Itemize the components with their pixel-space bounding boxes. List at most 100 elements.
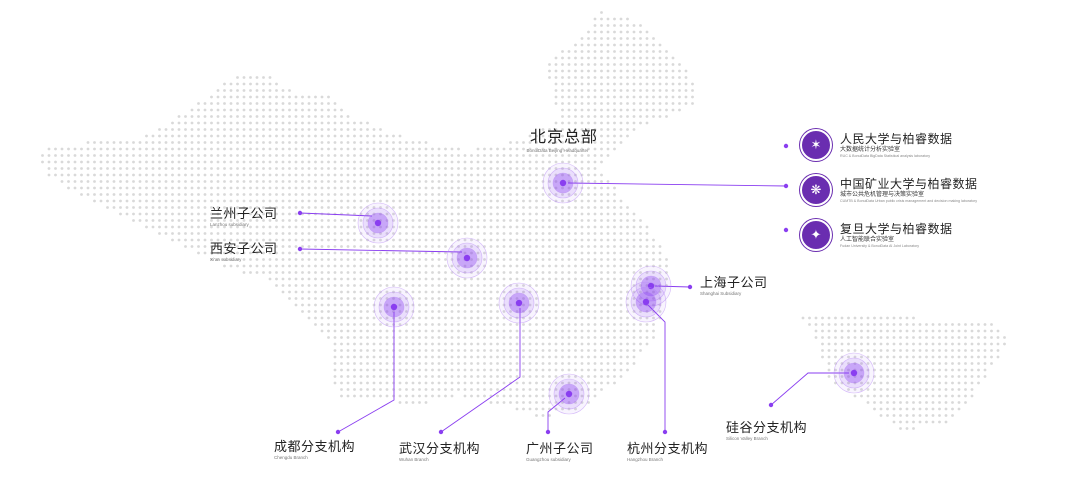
- map-dot: [171, 154, 174, 157]
- map-dot: [918, 368, 922, 372]
- map-dot: [515, 232, 519, 235]
- map-dot: [210, 134, 213, 138]
- map-dot: [600, 69, 603, 73]
- map-dot: [587, 342, 590, 346]
- map-dot: [489, 186, 493, 190]
- map-dot: [561, 303, 564, 307]
- map-dot: [502, 193, 506, 196]
- map-dot: [203, 238, 207, 242]
- map-dot: [385, 342, 389, 346]
- map-dot: [847, 368, 850, 372]
- map-dot: [561, 336, 564, 339]
- map-dot: [385, 245, 389, 248]
- map-dot: [580, 212, 584, 216]
- map-dot: [476, 303, 480, 307]
- map-dot: [203, 232, 207, 235]
- map-dot: [665, 69, 668, 73]
- map-dot: [535, 167, 538, 170]
- map-dot: [587, 323, 590, 326]
- map-dot: [496, 342, 499, 346]
- map-dot: [437, 167, 441, 170]
- map-dot: [353, 180, 356, 183]
- map-dot: [333, 193, 337, 196]
- map-dot: [918, 349, 922, 352]
- map-dot: [580, 108, 584, 112]
- map-dot: [561, 375, 564, 378]
- map-dot: [554, 238, 558, 242]
- map-dot: [327, 329, 330, 333]
- map-dot: [925, 329, 928, 333]
- map-dot: [281, 89, 285, 92]
- map-dot: [294, 128, 298, 131]
- map-dot: [366, 147, 369, 151]
- map-dot: [528, 180, 532, 183]
- map-dot: [210, 95, 213, 99]
- map-dot: [522, 238, 525, 242]
- map-dot: [554, 173, 558, 177]
- map-dot: [327, 193, 330, 196]
- map-dot: [307, 206, 311, 209]
- map-dot: [346, 219, 350, 222]
- map-dot: [392, 277, 395, 281]
- map-dot: [541, 128, 545, 131]
- map-dot: [346, 264, 350, 268]
- map-dot: [171, 199, 174, 203]
- map-dot: [236, 258, 239, 261]
- map-dot: [593, 381, 597, 385]
- map-dot: [177, 193, 181, 196]
- map-dot: [561, 95, 564, 99]
- map-dot: [229, 128, 233, 131]
- map-dot: [437, 271, 441, 274]
- map-dot: [593, 82, 597, 86]
- map-dot: [379, 375, 382, 378]
- map-dot: [385, 284, 389, 287]
- map-dot: [372, 245, 376, 248]
- map-dot: [502, 225, 506, 229]
- map-dot: [346, 128, 350, 131]
- map-dot: [203, 134, 207, 138]
- map-dot: [548, 264, 551, 268]
- map-dot: [379, 173, 382, 177]
- map-dot: [223, 245, 226, 248]
- map-dot: [431, 349, 434, 352]
- map-dot: [541, 388, 545, 391]
- map-dot: [502, 251, 506, 255]
- map-dot: [619, 24, 623, 27]
- office-label-lanzhou: 兰州子公司 Lanzhou subsidiary: [210, 206, 278, 228]
- map-dot: [561, 186, 564, 190]
- map-dot: [119, 206, 122, 209]
- map-dot: [671, 76, 675, 79]
- map-dot: [931, 381, 935, 385]
- map-dot: [567, 56, 571, 60]
- map-dot: [294, 303, 298, 307]
- map-dot: [249, 232, 252, 235]
- map-dot: [574, 56, 577, 60]
- map-dot: [301, 115, 304, 118]
- map-dot: [398, 238, 402, 242]
- map-dot: [996, 342, 1000, 346]
- map-dot: [281, 258, 285, 261]
- map-dot: [288, 206, 291, 209]
- map-dot: [619, 102, 623, 105]
- map-dot: [567, 225, 571, 229]
- map-dot: [548, 349, 551, 352]
- map-dot: [821, 342, 824, 346]
- map-dot: [327, 271, 330, 274]
- map-dot: [626, 134, 629, 138]
- map-dot: [385, 147, 389, 151]
- map-dot: [249, 95, 252, 99]
- map-dot: [151, 134, 155, 138]
- map-dot: [171, 167, 174, 170]
- map-dot: [502, 329, 506, 333]
- map-dot: [411, 381, 415, 385]
- map-dot: [938, 329, 941, 333]
- map-dot: [327, 134, 330, 138]
- map-dot: [327, 154, 330, 157]
- map-dot: [626, 115, 629, 118]
- map-dot: [424, 219, 428, 222]
- map-dot: [476, 290, 480, 294]
- office-name: 硅谷分支机构: [726, 420, 808, 435]
- map-dot: [574, 102, 577, 105]
- map-dot: [879, 362, 883, 365]
- map-dot: [509, 147, 512, 151]
